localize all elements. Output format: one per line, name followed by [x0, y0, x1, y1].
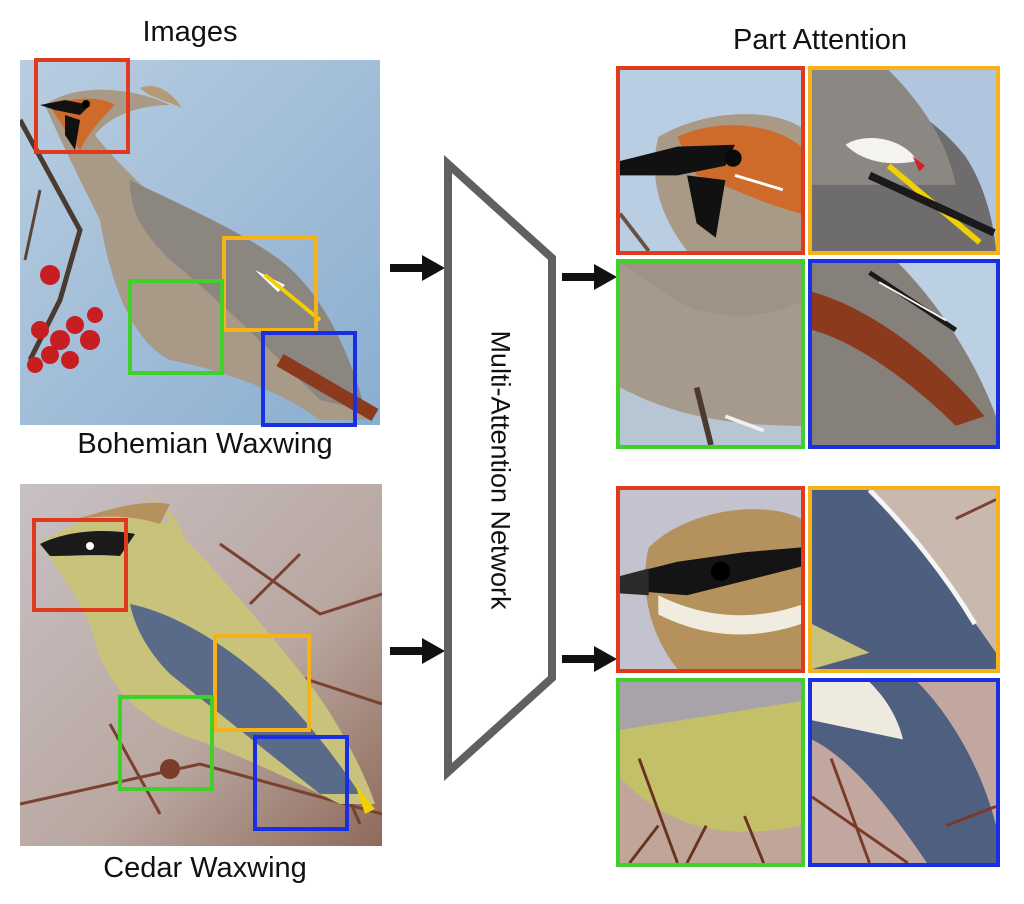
- bohemian-body-crop: [616, 259, 805, 449]
- cedar-tail-box: [253, 735, 349, 831]
- output-arrow-top: [562, 262, 617, 292]
- cedar-head-crop: [616, 486, 805, 673]
- bohemian-body-box: [128, 279, 224, 375]
- part-attention-header: Part Attention: [732, 24, 908, 56]
- bohemian-waxwing-image: [20, 60, 380, 425]
- multi-attention-network-label: Multi-Attention Network: [485, 330, 516, 610]
- cedar-head-box: [32, 518, 128, 612]
- bohemian-waxwing-caption: Bohemian Waxwing: [77, 428, 333, 460]
- bohemian-wing-box: [222, 236, 318, 332]
- bohemian-head-crop: [616, 66, 805, 255]
- output-arrow-bottom: [562, 644, 617, 674]
- cedar-waxwing-image: [20, 484, 382, 846]
- cedar-wing-crop: [808, 486, 1000, 673]
- cedar-waxwing-caption: Cedar Waxwing: [103, 852, 307, 884]
- cedar-tail-crop: [808, 678, 1000, 867]
- cedar-body-crop: [616, 678, 805, 867]
- bohemian-head-box: [34, 58, 130, 154]
- bohemian-tail-crop: [808, 259, 1000, 449]
- images-header: Images: [142, 16, 238, 48]
- cedar-body-box: [118, 695, 214, 791]
- bohemian-tail-box: [261, 331, 357, 427]
- bohemian-wing-crop: [808, 66, 1000, 255]
- cedar-wing-box: [213, 634, 311, 732]
- multi-attention-network-block: [444, 154, 556, 782]
- input-arrow-bottom: [390, 636, 445, 666]
- input-arrow-top: [390, 253, 445, 283]
